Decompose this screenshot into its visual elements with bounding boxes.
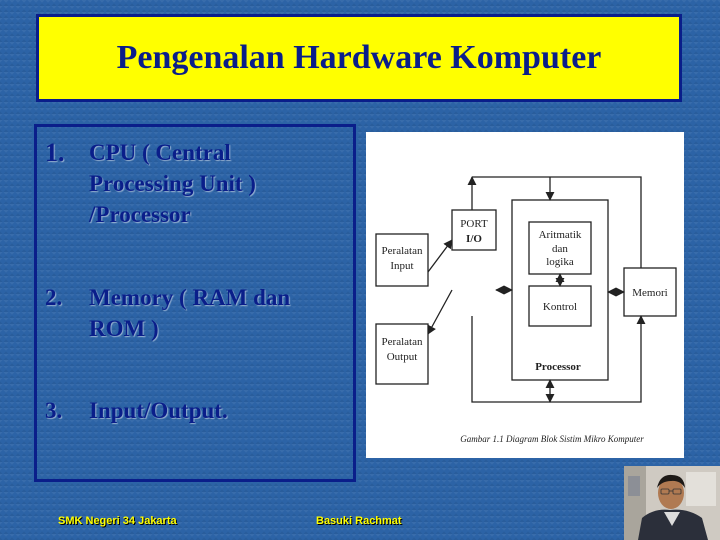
footer-author: Basuki Rachmat	[316, 515, 402, 527]
input-label-1: Peralatan	[382, 245, 423, 257]
input-box-outline	[375, 233, 429, 287]
port-label-1: PORT	[460, 218, 488, 230]
list-item-text: CPU ( Central Processing Unit ) /Process…	[89, 140, 256, 227]
output-label-1: Peralatan	[382, 336, 423, 348]
diagram-caption: Gambar 1.1 Diagram Blok Sistim Mikro Kom…	[460, 434, 644, 444]
list-item-number: 2.	[45, 285, 63, 310]
alu-label-2: dan	[552, 243, 568, 255]
input-label-2: Input	[390, 260, 413, 272]
block-diagram: Peralatan Input Peralatan Output PORT I/…	[366, 132, 684, 458]
output-box-outline	[375, 323, 429, 385]
bus-line-bottom	[471, 316, 642, 403]
alu-label-1: Aritmatik	[539, 229, 582, 241]
memory-label: Memori	[632, 287, 667, 299]
processor-label: Processor	[535, 361, 581, 373]
port-label-2: I/O	[466, 233, 482, 245]
list-item-number: 3.	[45, 398, 63, 423]
list-item-text: Input/Output.	[89, 398, 228, 423]
output-label-2: Output	[387, 351, 418, 363]
arrow-port-output	[427, 289, 453, 335]
slide-title: Pengenalan Hardware Komputer	[116, 39, 602, 76]
control-label: Kontrol	[543, 301, 577, 313]
title-box: Pengenalan Hardware Komputer	[36, 14, 682, 102]
content-box: 1. CPU ( Central Processing Unit ) /Proc…	[34, 124, 356, 482]
bus-line-top	[472, 176, 642, 268]
alu-label-3: logika	[546, 256, 574, 268]
processor-box-outline	[511, 199, 609, 381]
list-item-number: 1.	[45, 138, 65, 167]
arrow-input-port	[427, 239, 453, 273]
block-diagram-svg: Peralatan Input Peralatan Output PORT I/…	[375, 176, 677, 444]
presenter-photo	[624, 466, 720, 540]
list-item-text: Memory ( RAM dan ROM )	[89, 285, 291, 341]
footer-school: SMK Negeri 34 Jakarta	[58, 515, 177, 527]
presenter-photo-svg	[624, 466, 720, 540]
port-box-outline	[451, 209, 497, 251]
